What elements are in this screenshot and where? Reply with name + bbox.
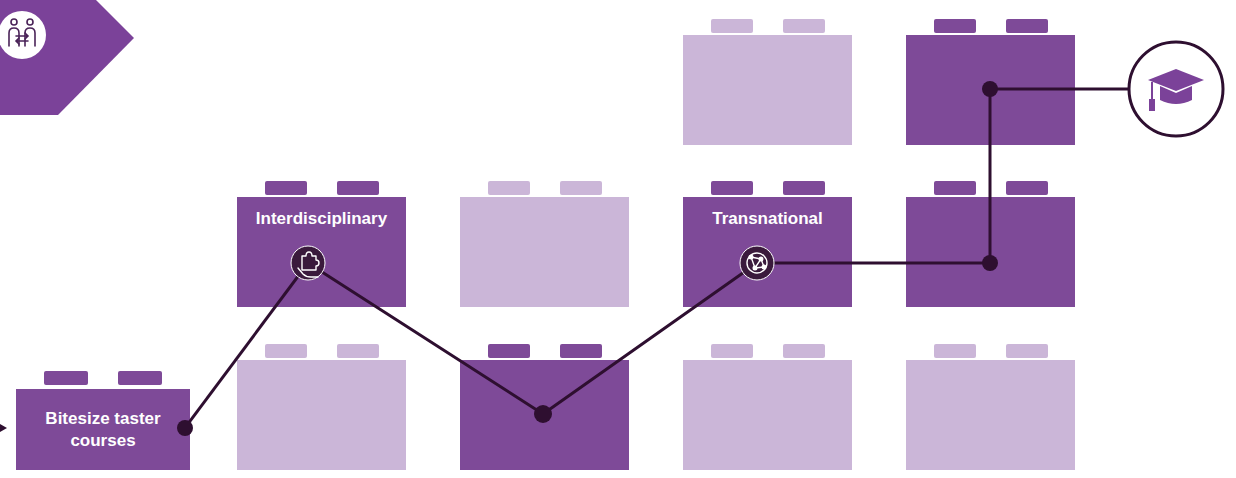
- path-dot: [534, 405, 552, 423]
- brick-body: [237, 360, 406, 470]
- block-label: Bitesize taster courses: [30, 408, 176, 452]
- cap-base: [1160, 86, 1192, 104]
- block-label: Interdisciplinary: [256, 208, 387, 230]
- brick-stud: [711, 344, 753, 358]
- brick-stud: [783, 181, 825, 195]
- graduation-icon: [1129, 42, 1223, 136]
- brick-body: [460, 197, 629, 307]
- puzzle-glyph: [298, 252, 319, 277]
- brick-body: [683, 35, 852, 145]
- brick-block: [265, 181, 379, 195]
- brick-stud: [934, 181, 976, 195]
- brick-stud: [488, 344, 530, 358]
- brick-stud: [1006, 19, 1048, 33]
- pathway-connector: [185, 263, 308, 428]
- icon-circle: [740, 246, 774, 280]
- brick-stud: [560, 181, 602, 195]
- brick-stud: [337, 181, 379, 195]
- brick-block: [237, 344, 406, 470]
- brick-stud: [783, 19, 825, 33]
- brick-block: [683, 19, 852, 145]
- brick-block: [460, 181, 629, 307]
- brick-stud: [783, 344, 825, 358]
- globe-network-icon: [740, 246, 774, 280]
- cap-top: [1148, 69, 1204, 91]
- brick-stud: [265, 344, 307, 358]
- people-glyph: [9, 19, 35, 46]
- entry-arrowhead: [0, 424, 7, 432]
- brick-stud: [560, 344, 602, 358]
- puzzle-hand-icon: [291, 246, 325, 280]
- brick-body: [906, 360, 1075, 470]
- brick-stud: [711, 181, 753, 195]
- people-icon: [0, 11, 46, 59]
- brick-block: [711, 181, 825, 195]
- brick-stud: [337, 344, 379, 358]
- brick-stud: [711, 19, 753, 33]
- block-label: Transnational: [712, 208, 823, 230]
- cap-tassel: [1151, 82, 1153, 100]
- brick-stud: [934, 344, 976, 358]
- path-dot: [982, 81, 998, 97]
- icon-circle: [1129, 42, 1223, 136]
- brick-block: [460, 344, 629, 470]
- icon-circle: [0, 11, 46, 59]
- brick-stud: [488, 181, 530, 195]
- brick-stud: [1006, 181, 1048, 195]
- brick-block: Bitesize taster courses: [16, 389, 190, 470]
- brick-stud: [265, 181, 307, 195]
- brick-grid: [44, 19, 1075, 470]
- pathway-connector: [308, 263, 757, 414]
- brick-stud: [44, 371, 88, 385]
- brick-body: [683, 360, 852, 470]
- brick-block: [44, 371, 162, 385]
- cap-tassel-end: [1149, 99, 1155, 111]
- path-dot: [982, 255, 998, 271]
- globe-glyph: [747, 253, 767, 273]
- brick-stud: [1006, 344, 1048, 358]
- brick-stud: [118, 371, 162, 385]
- brick-block: [683, 344, 852, 470]
- pathway-line: [757, 89, 1130, 263]
- path-dot: [177, 420, 193, 436]
- brick-block: [906, 344, 1075, 470]
- brick-stud: [934, 19, 976, 33]
- icon-circle: [291, 246, 325, 280]
